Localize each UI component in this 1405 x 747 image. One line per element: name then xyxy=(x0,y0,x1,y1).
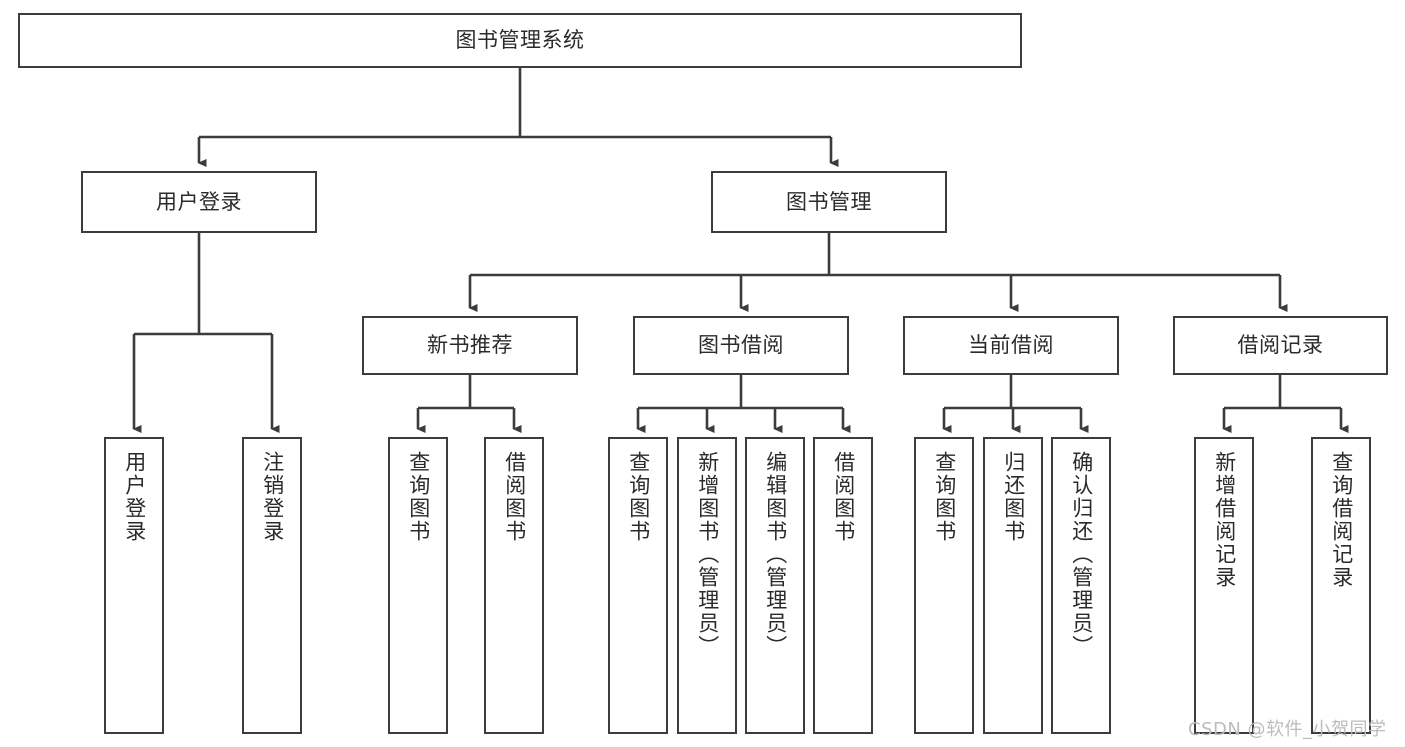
node-current-borrow-label: 当前借阅 xyxy=(968,333,1054,358)
node-leaf-query-book-1[interactable]: 查询图书 xyxy=(388,437,448,734)
node-borrow-record-label: 借阅记录 xyxy=(1237,333,1324,358)
node-leaf-add-book-admin-label: 新增图书（管理员） xyxy=(695,451,720,658)
node-leaf-logout-label: 注销登录 xyxy=(260,451,285,543)
node-leaf-return-book-label: 归还图书 xyxy=(1001,451,1026,543)
connector-user-login-to-leaves xyxy=(132,233,280,434)
node-leaf-logout[interactable]: 注销登录 xyxy=(242,437,302,734)
connector-book-borrow-to-leaves xyxy=(636,375,851,434)
node-root[interactable]: 图书管理系统 xyxy=(18,13,1022,68)
node-book-borrow-label: 图书借阅 xyxy=(698,333,784,358)
node-leaf-query-borrow-record-label: 查询借阅记录 xyxy=(1329,451,1354,589)
node-leaf-edit-book-admin-label: 编辑图书（管理员） xyxy=(763,451,788,658)
node-new-book-recommend-label: 新书推荐 xyxy=(427,333,513,358)
node-leaf-confirm-return-admin[interactable]: 确认归还（管理员） xyxy=(1051,437,1111,734)
node-leaf-user-login-label: 用户登录 xyxy=(122,451,147,543)
node-leaf-query-book-3-label: 查询图书 xyxy=(932,451,957,543)
node-user-login-label: 用户登录 xyxy=(156,189,242,214)
connector-current-borrow-to-leaves xyxy=(942,375,1089,434)
node-leaf-borrow-book-1-label: 借阅图书 xyxy=(502,451,527,543)
node-leaf-return-book[interactable]: 归还图书 xyxy=(983,437,1043,734)
node-new-book-recommend[interactable]: 新书推荐 xyxy=(362,316,578,375)
node-book-manage-label: 图书管理 xyxy=(786,189,872,214)
connector-new-book-recommend-to-leaves xyxy=(416,375,522,434)
connector-book-manage-to-level3 xyxy=(468,233,1288,313)
node-leaf-edit-book-admin[interactable]: 编辑图书（管理员） xyxy=(745,437,805,734)
node-leaf-query-book-3[interactable]: 查询图书 xyxy=(914,437,974,734)
node-leaf-borrow-book-2-label: 借阅图书 xyxy=(831,451,856,543)
node-leaf-add-borrow-record-label: 新增借阅记录 xyxy=(1212,451,1237,589)
node-leaf-add-book-admin[interactable]: 新增图书（管理员） xyxy=(677,437,737,734)
connector-borrow-record-to-leaves xyxy=(1222,375,1349,434)
node-leaf-borrow-book-2[interactable]: 借阅图书 xyxy=(813,437,873,734)
node-book-manage[interactable]: 图书管理 xyxy=(711,171,947,233)
node-leaf-user-login[interactable]: 用户登录 xyxy=(104,437,164,734)
node-current-borrow[interactable]: 当前借阅 xyxy=(903,316,1119,375)
node-user-login[interactable]: 用户登录 xyxy=(81,171,317,233)
node-leaf-confirm-return-admin-label: 确认归还（管理员） xyxy=(1069,451,1094,658)
node-leaf-borrow-book-1[interactable]: 借阅图书 xyxy=(484,437,544,734)
node-leaf-add-borrow-record[interactable]: 新增借阅记录 xyxy=(1194,437,1254,734)
node-root-label: 图书管理系统 xyxy=(455,28,585,53)
node-leaf-query-book-1-label: 查询图书 xyxy=(406,451,431,543)
node-book-borrow[interactable]: 图书借阅 xyxy=(633,316,849,375)
node-leaf-query-borrow-record[interactable]: 查询借阅记录 xyxy=(1311,437,1371,734)
node-leaf-query-book-2-label: 查询图书 xyxy=(626,451,651,543)
node-leaf-query-book-2[interactable]: 查询图书 xyxy=(608,437,668,734)
node-borrow-record[interactable]: 借阅记录 xyxy=(1173,316,1388,375)
connector-root-to-level2 xyxy=(197,68,839,168)
